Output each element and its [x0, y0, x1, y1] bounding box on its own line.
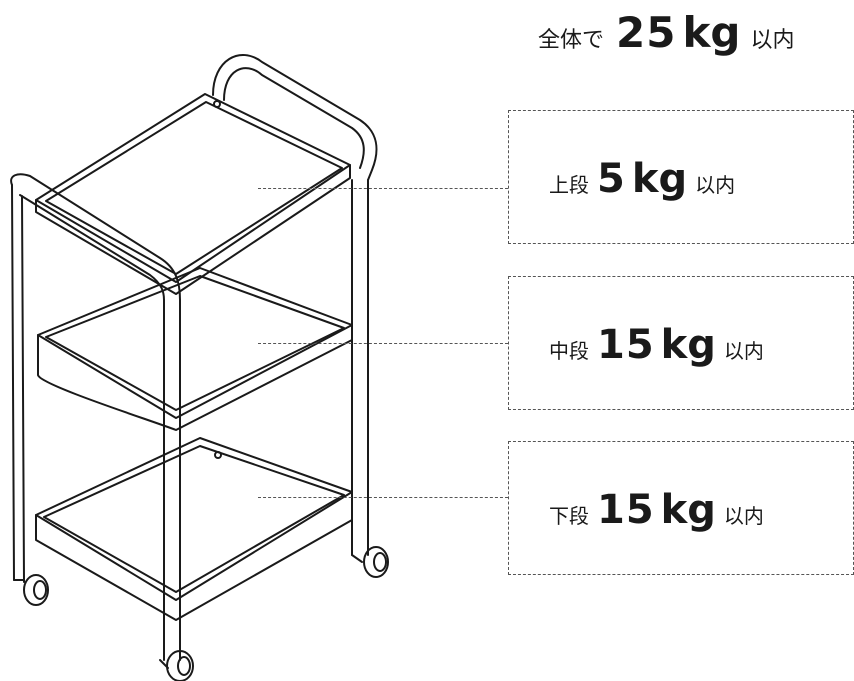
total-capacity-label: 全体で 25 kg 以内 — [538, 8, 838, 68]
shelf-value: 15 — [597, 322, 655, 368]
back-handle — [212, 54, 378, 181]
shelf-suffix: 以内 — [723, 339, 764, 363]
shelf-name: 下段 — [549, 504, 589, 528]
middle-tray — [37, 267, 353, 431]
middle-tray-connector — [258, 343, 508, 344]
total-prefix: 全体で — [538, 28, 605, 53]
caster-front-right — [159, 650, 194, 681]
top-tray-capacity-box: 上段 5 kg 以内 — [508, 110, 854, 244]
total-value: 25 — [616, 8, 677, 57]
top-tray-connector — [258, 188, 508, 189]
shelf-name: 上段 — [549, 173, 589, 197]
bottom-tray — [35, 437, 353, 621]
top-tray — [35, 93, 351, 295]
middle-tray-capacity-box: 中段 15 kg 以内 — [508, 276, 854, 410]
shelf-suffix: 以内 — [695, 173, 736, 197]
front-handle — [10, 173, 181, 661]
shelf-unit: kg — [660, 487, 716, 533]
bottom-tray-capacity-box: 下段 15 kg 以内 — [508, 441, 854, 575]
shelf-unit: kg — [660, 322, 716, 368]
total-suffix: 以内 — [750, 28, 795, 53]
shelf-name: 中段 — [549, 339, 589, 363]
caster-front-left — [13, 574, 49, 606]
bottom-tray-connector — [258, 497, 508, 498]
shelf-unit: kg — [631, 156, 688, 202]
shelf-value: 5 — [597, 156, 626, 202]
total-unit: kg — [682, 8, 741, 57]
shelf-suffix: 以内 — [723, 504, 764, 528]
caster-rear-right — [351, 546, 389, 578]
shelf-value: 15 — [597, 487, 655, 533]
